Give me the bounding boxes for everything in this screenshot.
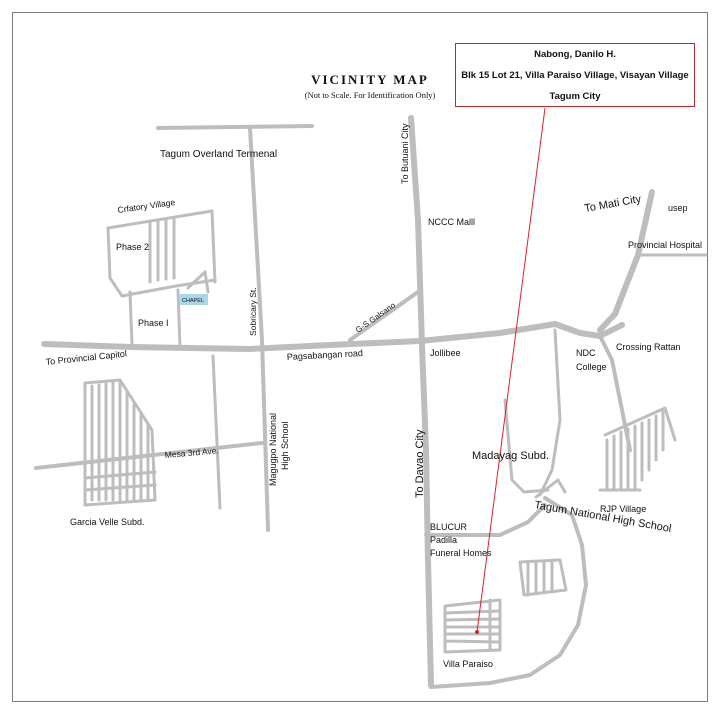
label-magugpo-high-school: High School bbox=[280, 421, 290, 470]
label-funeral-homes: Funeral Homes bbox=[430, 548, 492, 558]
label-crossing-rattan: Crossing Rattan bbox=[616, 342, 681, 352]
tagum-nhs-road bbox=[534, 478, 567, 499]
label-magugpo-national: Magugpo National bbox=[268, 413, 278, 486]
blucur-road bbox=[424, 503, 547, 537]
crossing-rattan-road bbox=[598, 334, 632, 452]
label-jollibee: Jollibee bbox=[430, 348, 461, 358]
label-tagum-overland: Tagum Overland Termenal bbox=[160, 149, 277, 160]
chapel-marker bbox=[180, 294, 208, 305]
pagsabangan-road bbox=[41, 321, 625, 352]
chapel-outline bbox=[186, 270, 210, 294]
label-padilla: Padilla bbox=[430, 535, 457, 545]
label-creatory-village: Crfatory Village bbox=[117, 197, 176, 215]
phase1-west-road bbox=[128, 290, 134, 347]
label-to-davao: To Davao City bbox=[414, 429, 426, 498]
label-phase1: Phase I bbox=[138, 318, 169, 328]
map-subtitle: (Not to Scale. For Identification Only) bbox=[304, 90, 436, 100]
label-to-provincial-capitol: To Provincial Capitol bbox=[45, 349, 127, 367]
address-owner-name: Nabong, Danilo H. bbox=[534, 49, 616, 60]
label-villa-paraiso: Villa Paraiso bbox=[443, 659, 493, 669]
garcia-velle-outline bbox=[83, 378, 157, 507]
rjp-village-lots bbox=[598, 406, 677, 492]
villa-paraiso-lots bbox=[443, 598, 502, 654]
label-sobricary: Sobricary St. bbox=[248, 287, 258, 336]
label-mesa-3rd: Mesa 3rd Ave. bbox=[164, 445, 219, 460]
mati-city-road bbox=[597, 189, 655, 333]
phase2-lots bbox=[148, 216, 176, 284]
label-pagsabangan-road: Pagsabangan road bbox=[287, 348, 363, 362]
label-to-butuan: To Butuani City bbox=[400, 123, 410, 184]
label-college: College bbox=[576, 362, 607, 372]
garcia-velle-lots bbox=[83, 379, 157, 502]
phase2-west-road bbox=[106, 226, 112, 280]
label-usep: usep bbox=[668, 203, 688, 213]
address-box: Nabong, Danilo H. Blk 15 Lot 21, Villa P… bbox=[455, 43, 695, 107]
label-chapel: CHAPEL bbox=[182, 298, 204, 304]
map-title: VICINITY MAP bbox=[311, 72, 429, 87]
location-pointer-dot bbox=[475, 630, 479, 634]
label-garcia-velle: Garcia Velle Subd. bbox=[70, 517, 145, 527]
madayag-loop bbox=[503, 398, 550, 494]
map-frame bbox=[12, 12, 708, 702]
overland-terminal-road bbox=[156, 124, 314, 130]
label-gs-galsano: G-S Galsano bbox=[354, 300, 397, 334]
creatory-village-road bbox=[106, 209, 214, 230]
label-to-mati: To Mati City bbox=[583, 193, 642, 215]
location-pointer-line bbox=[476, 107, 546, 633]
phase2-south-road bbox=[108, 276, 217, 298]
label-phase2: Phase 2 bbox=[116, 242, 149, 252]
label-ndc: NDC bbox=[576, 348, 596, 358]
address-block-lot: Blk 15 Lot 21, Villa Paraiso Village, Vi… bbox=[461, 70, 689, 81]
davao-city-road bbox=[408, 115, 434, 688]
gs-galsano-road bbox=[348, 290, 420, 342]
label-ncc-mall: NCCC Malll bbox=[428, 217, 475, 227]
phase1-east-road bbox=[176, 288, 182, 349]
address-city: Tagum City bbox=[549, 91, 601, 102]
label-madayag: Madayag Subd. bbox=[472, 450, 549, 462]
south-road-west bbox=[211, 354, 222, 510]
villa-paraiso-inner bbox=[518, 558, 568, 597]
madayag-road bbox=[538, 328, 562, 497]
villa-paraiso-boundary bbox=[429, 496, 588, 689]
phase2-east-road bbox=[210, 209, 217, 284]
label-provincial-hospital: Provincial Hospital bbox=[628, 240, 702, 250]
label-blucur: BLUCUR bbox=[430, 522, 468, 532]
label-rjp-village: RJP Village bbox=[600, 504, 646, 514]
sobricary-street bbox=[248, 126, 270, 532]
